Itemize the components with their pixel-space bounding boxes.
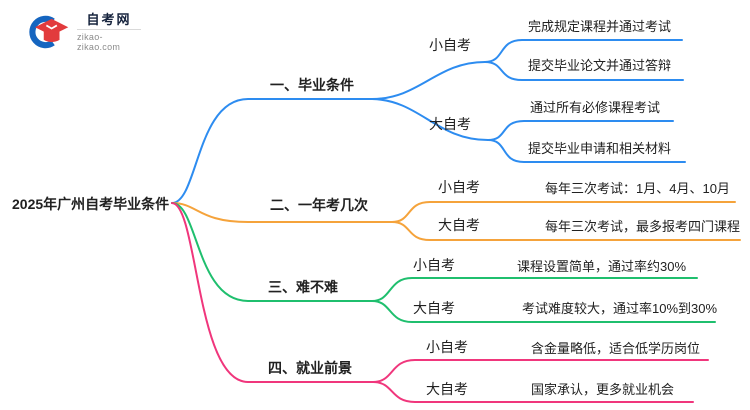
branch-1-child-2-leaf-2-underline [487, 139, 686, 163]
branch-3-child-1-line [371, 277, 698, 302]
branch-2-child-2-line [391, 221, 741, 241]
branch-2-child-2-label: 大自考 [438, 217, 480, 233]
branch-1-child-1-leaf-2-underline [484, 61, 684, 81]
branch-1-child-2-leaf-2: 提交毕业申请和相关材料 [528, 141, 672, 156]
branch-1-child-1-leaf-2: 提交毕业论文并通过答辩 [528, 58, 672, 73]
branch-1-child-1-leaf-1-underline [484, 39, 683, 63]
branch-4-child-1-line [372, 359, 709, 383]
branch-3-label: 三、难不难 [268, 279, 338, 295]
branch-1-label: 一、毕业条件 [270, 77, 354, 93]
branch-4-child-2-line [372, 381, 694, 403]
logo-crescent-shape [29, 15, 55, 49]
branch-4-child-1-label: 小自考 [426, 339, 468, 355]
branch-2-child-2-leaf-1: 每年三次考试，最多报考四门课程 [545, 219, 741, 234]
logo-domain: zikao-zikao.com [77, 32, 121, 52]
branch-3-main-line [171, 202, 373, 302]
branch-4-child-2-label: 大自考 [426, 381, 468, 397]
branch-2-child-1-leaf-1: 每年三次考试：1月、4月、10月 [545, 181, 730, 196]
branch-1-child-2-leaf-1-underline [487, 120, 674, 141]
branch-1-child-1-label: 小自考 [429, 37, 471, 53]
branch-1-child-2-label: 大自考 [429, 116, 471, 132]
branch-4-child-1-leaf-1: 含金量略低，适合低学历岗位 [531, 341, 701, 356]
branch-1-main-line [171, 98, 373, 204]
branch-2-child-1-line [391, 201, 736, 223]
root-node: 2025年广州自考毕业条件 [12, 196, 170, 212]
branch-4-label: 四、就业前景 [268, 360, 352, 376]
branch-1-child-1-leaf-1: 完成规定课程并通过考试 [528, 19, 672, 34]
branch-2-label: 二、一年考几次 [270, 197, 368, 213]
branch-3-child-1-label: 小自考 [413, 257, 455, 273]
logo-cap-fold-shape [45, 24, 58, 30]
branch-1-child-2-leaf-1: 通过所有必修课程考试 [530, 100, 661, 115]
branch-3-child-1-leaf-1: 课程设置简单，通过率约30% [517, 259, 687, 274]
branch-2-child-1-label: 小自考 [438, 179, 480, 195]
branch-3-child-2-label: 大自考 [413, 300, 455, 316]
branch-3-child-2-leaf-1: 考试难度较大，通过率10%到30% [522, 301, 718, 316]
branch-2-main-line [171, 202, 393, 223]
branch-4-child-2-leaf-1: 国家承认，更多就业机会 [531, 382, 675, 397]
branch-3-child-2-line [371, 300, 716, 323]
logo-cap-base-shape [43, 30, 60, 43]
branch-1-child-1-line [371, 61, 486, 100]
branch-1-child-2-line [371, 98, 489, 141]
site-logo[interactable]: 自考网 zikao-zikao.com [28, 12, 141, 52]
branch-4-main-line [171, 202, 374, 383]
graduation-cap-logo-icon [29, 15, 69, 49]
logo-title: 自考网 [86, 12, 132, 27]
logo-cap-top-shape [35, 18, 69, 36]
logo-divider [77, 29, 141, 30]
